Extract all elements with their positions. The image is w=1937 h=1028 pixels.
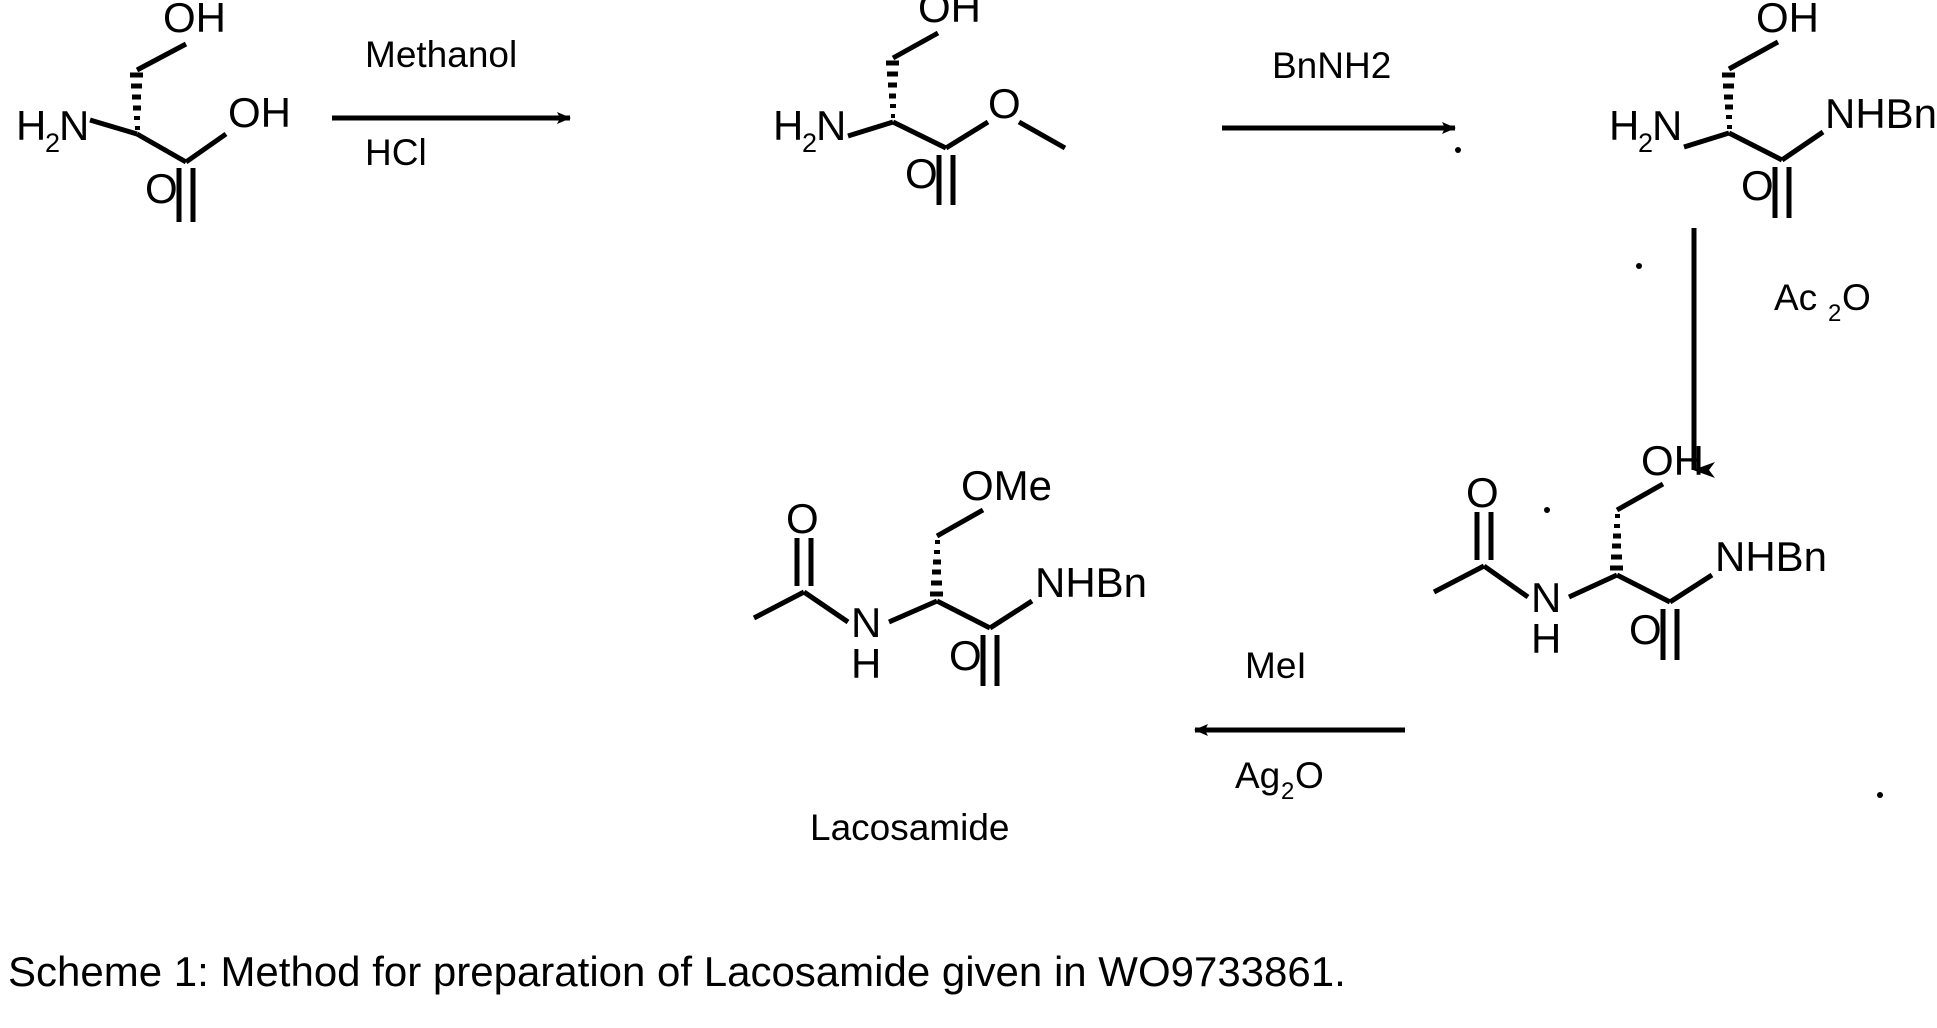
bond-c-c <box>135 131 188 165</box>
atom-label-o-acetyl-5: O <box>786 495 819 542</box>
reagent-label-ag2o-main: Ag <box>1235 755 1280 796</box>
bond-ch2-oh <box>135 41 188 73</box>
atom-label-h2n-n-3: N <box>1652 102 1682 149</box>
atom-label-h2n-n-2: N <box>816 102 846 149</box>
atom-label-ome: OMe <box>961 462 1052 509</box>
atom-label-o-amide-4: O <box>1629 606 1662 653</box>
artifact-speck-1 <box>1455 147 1461 153</box>
atom-label-o: O <box>145 165 178 212</box>
atom-label-nhbn-1: NHBn <box>1825 90 1937 137</box>
bond-n-c-4 <box>1567 572 1619 600</box>
molecule-lacosamide: OMe NHBn O O N H Lacosamide <box>752 462 1147 848</box>
artifact-speck-4 <box>1877 792 1883 798</box>
bond-co-n-5 <box>802 589 850 625</box>
atom-label-h-4: H <box>1531 615 1561 662</box>
atom-label-o-2: O <box>905 150 938 197</box>
bond-o-ch3 <box>1017 119 1067 151</box>
atom-label-h-5: H <box>851 640 881 687</box>
product-name-lacosamide: Lacosamide <box>810 807 1010 848</box>
reagent-label-ag2o-tail: O <box>1295 755 1324 796</box>
atom-label-oh-acid: OH <box>228 89 291 136</box>
stereo-hash-bond-2 <box>886 60 899 118</box>
bond-c-c-2 <box>891 119 948 151</box>
atom-label-oh-3: OH <box>1756 0 1819 41</box>
bond-c-nhbn-4 <box>1668 572 1714 605</box>
molecule-serine: OH OH O H 2 N <box>16 0 291 222</box>
bond-co-n-4 <box>1482 563 1530 600</box>
stereo-hash-bond <box>130 72 143 130</box>
reagent-label-hcl: HCl <box>365 132 427 173</box>
molecule-serine-methyl-ester: OH O O H 2 N <box>773 0 1067 205</box>
atom-label-nhbn-3: NHBn <box>1035 559 1147 606</box>
reagent-label-ac2o-sub: 2 <box>1828 300 1841 327</box>
atom-label-oh: OH <box>163 0 226 41</box>
bond-ch2-oh-3 <box>1727 39 1780 72</box>
bond-c-c-5 <box>935 598 992 631</box>
atom-label-h2n-h-3: H <box>1609 102 1639 149</box>
bond-ch2-oh-2 <box>891 30 940 61</box>
reagent-label-ac2o-main: Ac <box>1774 277 1817 318</box>
stereo-hash-bond-3 <box>1722 72 1735 129</box>
atom-label-o-amide-5: O <box>949 632 982 679</box>
reaction-arrow-4: MeI Ag 2 O <box>1194 645 1405 805</box>
atom-label-nhbn-2: NHBn <box>1715 533 1827 580</box>
atom-label-h2n-sub-2: 2 <box>802 128 817 158</box>
bond-c-oh <box>184 131 228 165</box>
bond-c-c-3 <box>1727 130 1784 163</box>
bond-c-n-3 <box>1683 130 1730 150</box>
reaction-arrow-3: Ac 2 O <box>1544 228 1871 513</box>
atom-label-n-4: N <box>1531 574 1561 621</box>
bond-ch3-co-5 <box>752 589 806 621</box>
reagent-label-ac2o-tail: O <box>1842 277 1871 318</box>
stereo-hash-bond-4 <box>1610 514 1623 571</box>
reaction-arrow-1: Methanol HCl <box>332 34 571 173</box>
figure-caption: Scheme 1: Method for preparation of Laco… <box>8 948 1346 995</box>
bond-c-c-4 <box>1615 572 1672 605</box>
bond-c-nhbn-5 <box>988 598 1034 631</box>
reagent-label-methanol: Methanol <box>365 34 517 75</box>
atom-label-o-ester: O <box>988 80 1021 127</box>
reagent-label-mei: MeI <box>1245 645 1307 686</box>
atom-label-oh-4: OH <box>1641 437 1704 484</box>
bond-ch2-oh-4 <box>1615 481 1665 513</box>
bond-c-n-2 <box>847 119 894 139</box>
atom-label-h2n-h-2: H <box>773 102 803 149</box>
atom-label-h2n-n: N <box>59 102 89 149</box>
molecule-serine-benzylamide: OH NHBn O H 2 N <box>1609 0 1937 218</box>
atom-label-oh-2: OH <box>918 0 981 31</box>
bond-ch3-co <box>1432 563 1486 595</box>
atom-label-h2n-sub: 2 <box>45 128 60 158</box>
molecule-n-acetyl-serine-benzylamide: OH NHBn O O N H <box>1432 437 1827 662</box>
atom-label-o-acetyl-4: O <box>1466 469 1499 516</box>
bond-n-c-5 <box>887 598 939 625</box>
bond-ch2-ome <box>935 507 985 539</box>
atom-label-h2n-sub-3: 2 <box>1638 128 1653 158</box>
artifact-speck-3 <box>1636 263 1642 269</box>
atom-label-o-3: O <box>1741 162 1774 209</box>
stereo-hash-bond-5 <box>930 540 943 597</box>
bond-c-n <box>89 117 138 137</box>
atom-label-h2n-h: H <box>16 102 46 149</box>
bond-c-o-ester <box>944 119 990 151</box>
reaction-arrow-2: BnNH2 <box>1222 45 1461 153</box>
atom-label-n-5: N <box>851 599 881 646</box>
artifact-speck-2 <box>1544 507 1550 513</box>
reagent-label-bnnh2: BnNH2 <box>1272 45 1391 86</box>
bond-c-nhbn <box>1780 129 1825 163</box>
reagent-label-ag2o-sub: 2 <box>1281 778 1294 805</box>
